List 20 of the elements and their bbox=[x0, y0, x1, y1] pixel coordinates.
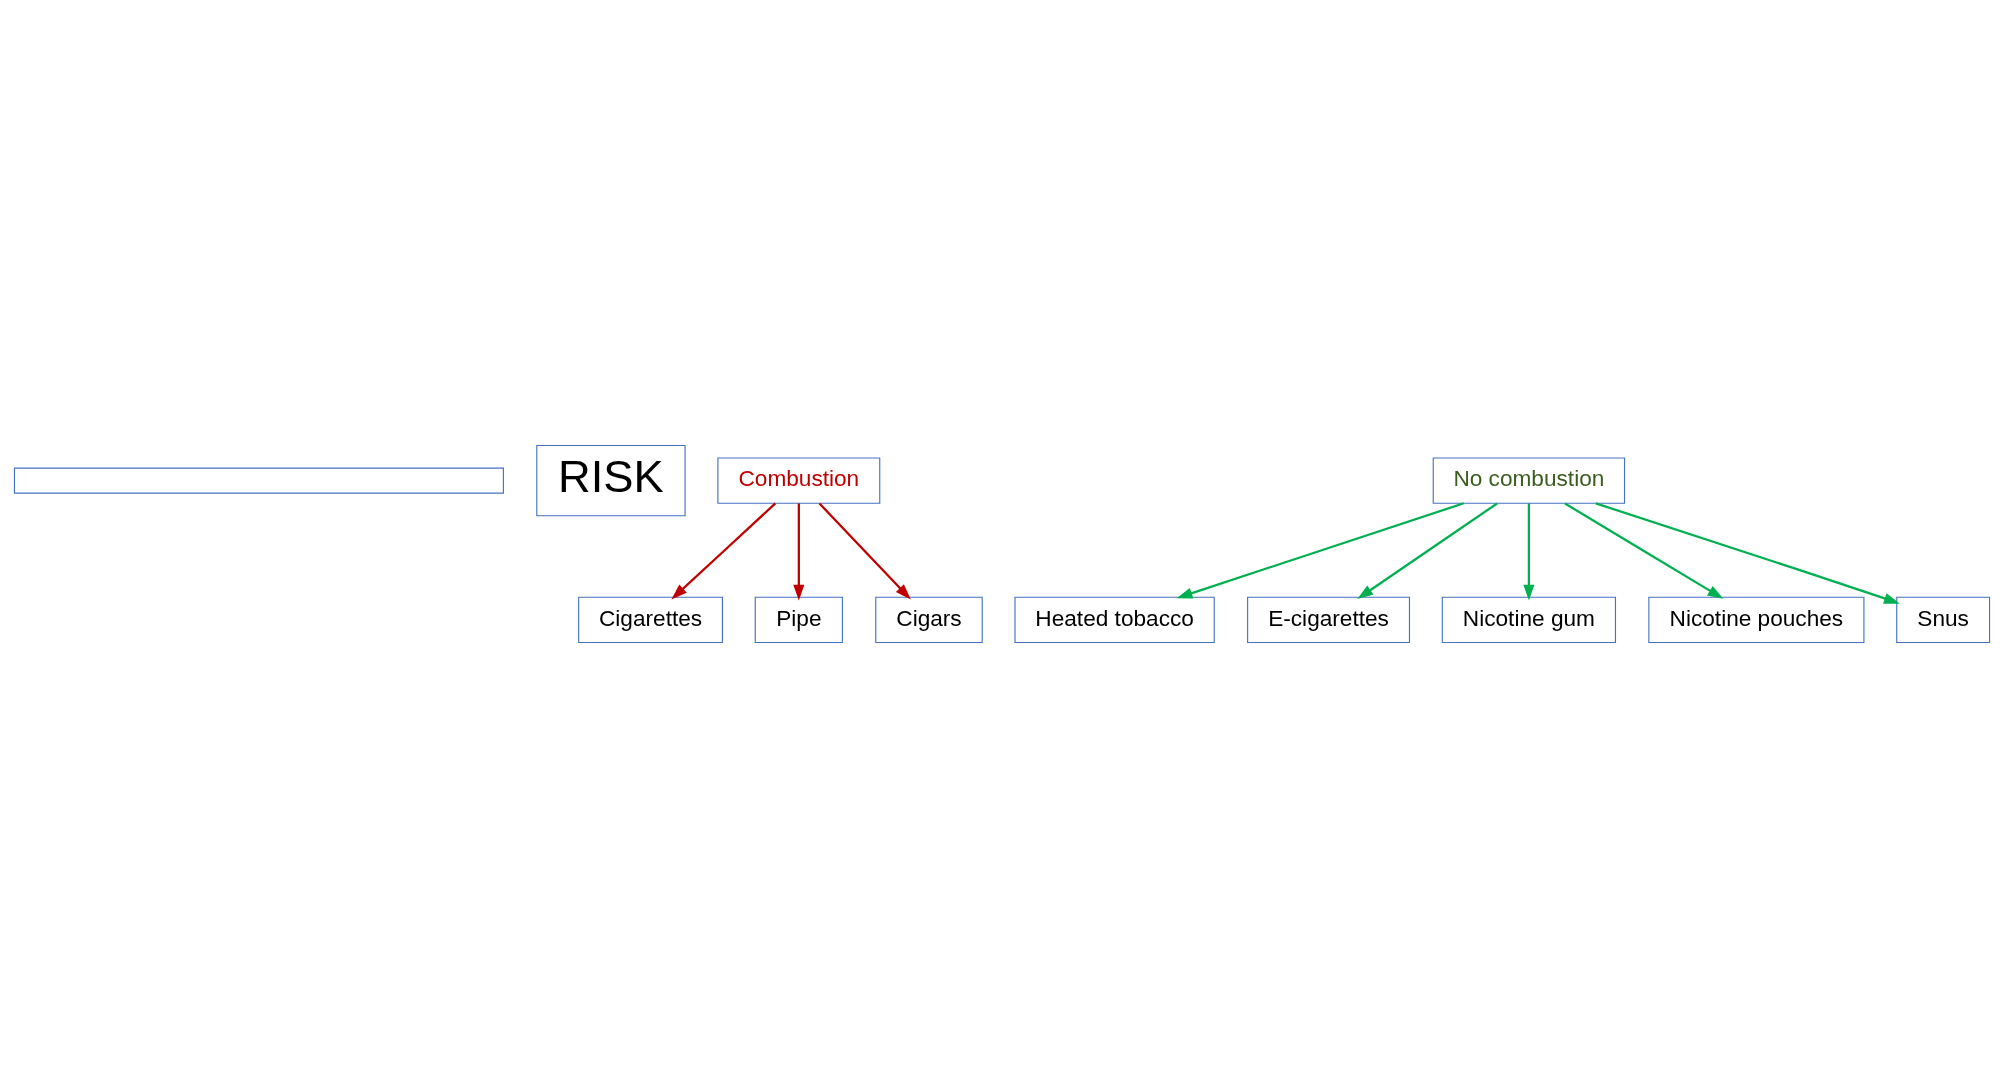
arrow bbox=[792, 503, 804, 601]
arrow bbox=[1594, 502, 1900, 604]
node-box: Heated tobacco bbox=[1013, 596, 1215, 644]
node-box: RISK bbox=[535, 444, 686, 517]
node-box: Cigars bbox=[874, 596, 983, 644]
arrow bbox=[1176, 502, 1464, 599]
node-box: Nicotine pouches bbox=[1647, 596, 1864, 644]
node-box: Combustion bbox=[716, 457, 880, 504]
arrow bbox=[1522, 503, 1534, 601]
node-box: No combustion bbox=[1432, 457, 1625, 504]
node-box: Nicotine gum bbox=[1441, 596, 1616, 644]
node-box: Pipe bbox=[754, 596, 843, 644]
arrow bbox=[1356, 502, 1498, 600]
node-box: Snus bbox=[1895, 596, 1990, 644]
arrow bbox=[1563, 502, 1723, 599]
node-box: E-cigarettes bbox=[1246, 596, 1410, 644]
node-box: Cigarettes bbox=[577, 596, 723, 644]
arrow bbox=[818, 502, 911, 600]
node-box bbox=[13, 467, 504, 494]
arrow bbox=[670, 502, 776, 600]
